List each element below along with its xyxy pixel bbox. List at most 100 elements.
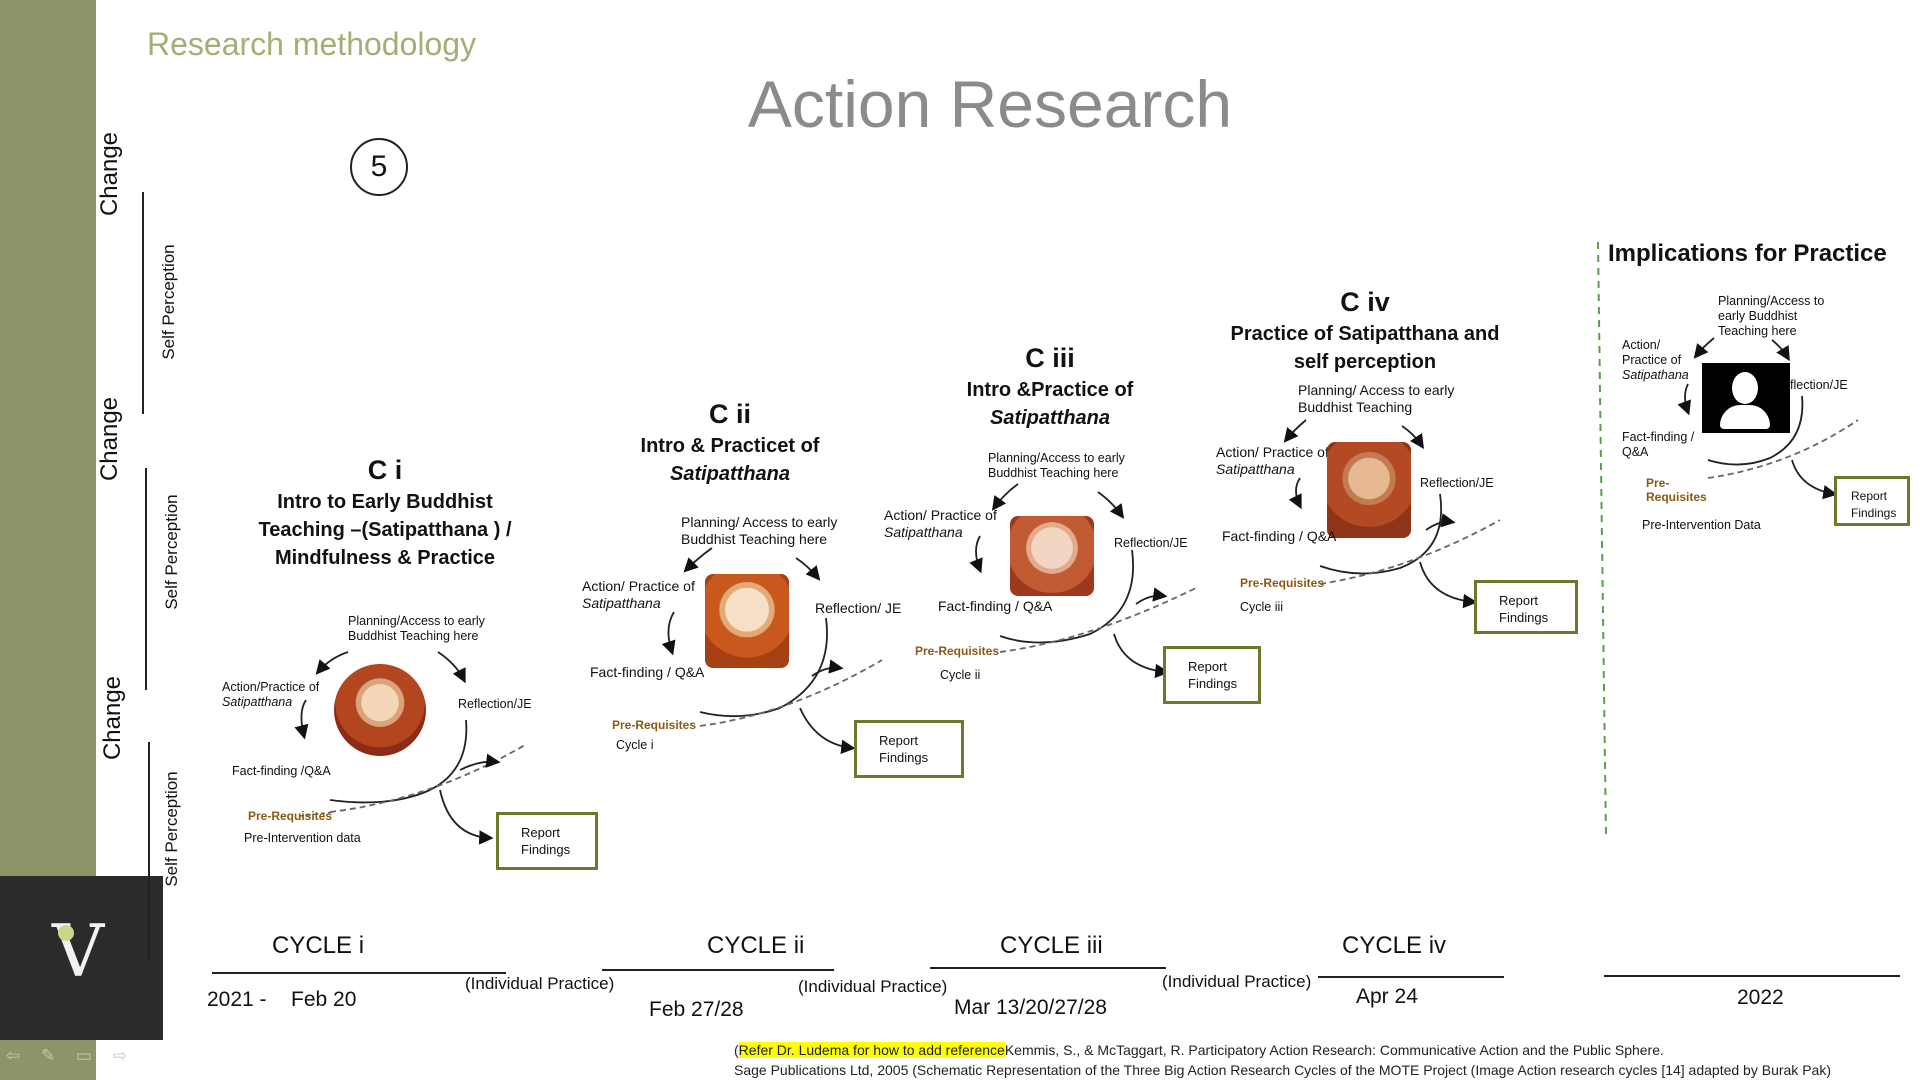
report-findings-box: Report Findings bbox=[1474, 580, 1578, 634]
reference-citation: Kemmis, S., & McTaggart, R. Participator… bbox=[1004, 1042, 1664, 1058]
action-emphasis: Satipatthana bbox=[222, 695, 293, 709]
prereq-label: Pre-Requisites bbox=[1646, 476, 1707, 504]
page-title: Action Research bbox=[747, 67, 1233, 141]
axis-line bbox=[145, 468, 147, 690]
fact-finding-label: Fact-finding /Q&A bbox=[232, 764, 331, 778]
prereq-note: Pre-Intervention data bbox=[244, 831, 361, 845]
individual-practice-label: (Individual Practice) bbox=[1162, 972, 1312, 991]
cycle-title-line: Intro & Practicet of bbox=[640, 435, 820, 457]
monk-portrait bbox=[705, 574, 789, 668]
timeline-date: Feb 27/28 bbox=[649, 998, 744, 1021]
cycle-title-line: Practice of Satipatthana and bbox=[1230, 323, 1500, 345]
logo-panel bbox=[0, 876, 163, 1040]
cycle-label: CYCLE iv bbox=[1342, 932, 1447, 959]
prereq-note: Cycle ii bbox=[940, 668, 981, 682]
axis-line bbox=[148, 742, 150, 960]
cycle-title-line: Intro to Early Buddhist bbox=[277, 491, 493, 513]
fact-finding-label: Fact-finding / Q&A bbox=[1622, 430, 1695, 459]
cycle-title: C ii Intro & Practicet of Satipatthana bbox=[600, 396, 860, 488]
prereq-label: Pre-Requisites bbox=[915, 644, 1000, 658]
cycle-title-line: Mindfulness & Practice bbox=[274, 547, 496, 569]
monk-portrait bbox=[1010, 516, 1094, 596]
cycle-title-line: Teaching –(Satipatthana ) / bbox=[258, 519, 512, 541]
reflection-label: Reflection/JE bbox=[1420, 476, 1494, 490]
reflection-label: flection/JE bbox=[1790, 378, 1848, 392]
person-head-icon bbox=[1732, 372, 1758, 404]
timeline-line bbox=[930, 967, 1166, 969]
action-label: Action/ Practice of Satipatthana bbox=[582, 578, 732, 612]
action-label: Action/ Practice of Satipatthana bbox=[884, 507, 1024, 541]
fact-finding-label: Fact-finding / Q&A bbox=[590, 664, 705, 680]
cycle-title-line: self perception bbox=[1293, 351, 1437, 373]
fact-finding-label: Fact-finding / Q&A bbox=[1222, 528, 1337, 544]
report-findings-box: Report Findings bbox=[854, 720, 964, 778]
reflection-label: Reflection/JE bbox=[1114, 536, 1188, 550]
prereq-note: Cycle iii bbox=[1240, 600, 1284, 614]
report-findings-box: Report Findings bbox=[496, 812, 598, 870]
action-emphasis: Satipatthana bbox=[1216, 461, 1295, 477]
timeline-line bbox=[1604, 975, 1900, 977]
timeline-date: 2022 bbox=[1737, 986, 1784, 1009]
reference-line-2: Sage Publications Ltd, 2005 (Schematic R… bbox=[734, 1062, 1831, 1078]
planning-label: Planning/Access to early Buddhist Teachi… bbox=[1718, 294, 1825, 338]
reflection-label: Reflection/ JE bbox=[815, 600, 902, 616]
planning-label: Planning/ Access to early Buddhist Teach… bbox=[681, 514, 838, 547]
action-emphasis: Satipatthana bbox=[884, 524, 963, 540]
cycle-title-line: Satipatthana bbox=[989, 407, 1111, 429]
action-emphasis: Satipatthana bbox=[582, 595, 661, 611]
cycle-title-line: Intro &Practice of bbox=[966, 379, 1134, 401]
prereq-note: Pre-Intervention Data bbox=[1642, 518, 1761, 532]
report-findings-box: Report Findings bbox=[1834, 476, 1910, 526]
timeline-line bbox=[212, 972, 506, 974]
cycle-code: C i bbox=[367, 455, 403, 485]
action-text: Action/Practice of bbox=[222, 680, 320, 694]
prereq-note: Cycle i bbox=[616, 738, 654, 752]
timeline-date: Mar 13/20/27/28 bbox=[954, 996, 1107, 1019]
action-label: Action/Practice of Satipatthana bbox=[222, 680, 342, 710]
action-emphasis: Satipathana bbox=[1622, 368, 1689, 382]
timeline-date: 2021 - bbox=[207, 988, 267, 1011]
reflection-label: Reflection/JE bbox=[458, 697, 532, 711]
individual-practice-label: (Individual Practice) bbox=[465, 974, 615, 993]
reference-line-1: (Refer Dr. Ludema for how to add referen… bbox=[734, 1042, 1664, 1058]
timeline-date: Feb 20 bbox=[291, 988, 357, 1011]
person-body-icon bbox=[1720, 405, 1770, 429]
cycle-label: CYCLE ii bbox=[707, 932, 805, 959]
reference-note-highlight: Refer Dr. Ludema for how to add referenc… bbox=[738, 1042, 1005, 1058]
cycle-label: CYCLE i bbox=[272, 932, 365, 959]
action-label: Action/ Practice of Satipatthana bbox=[1216, 444, 1356, 478]
prereq-label: Pre-Requisites bbox=[248, 809, 333, 823]
cycle-label: CYCLE iii bbox=[1000, 932, 1103, 959]
monk-portrait bbox=[334, 664, 426, 756]
report-findings-box: Report Findings bbox=[1163, 646, 1261, 704]
monk-portrait bbox=[1327, 442, 1411, 538]
planning-label: Planning/Access to early Buddhist Teachi… bbox=[988, 451, 1125, 480]
axis-line bbox=[142, 192, 144, 414]
action-text: Action/ Practice of bbox=[1622, 338, 1682, 367]
action-label: Action/ Practice of Satipathana bbox=[1622, 338, 1702, 383]
cycle-code: C iii bbox=[1025, 343, 1075, 373]
cycle-code: C ii bbox=[708, 399, 751, 429]
cycle-title-line: Satipatthana bbox=[669, 463, 791, 485]
cycle-title: C i Intro to Early Buddhist Teaching –(S… bbox=[235, 452, 535, 572]
section-title: Research methodology bbox=[147, 26, 477, 62]
timeline-line bbox=[602, 969, 834, 971]
prereq-label: Pre-Requisites bbox=[612, 718, 697, 732]
action-text: Action/ Practice of bbox=[884, 507, 997, 523]
logo-flower-icon bbox=[58, 925, 74, 941]
slide-number-badge: 5 bbox=[350, 138, 408, 196]
fact-finding-label: Fact-finding / Q&A bbox=[938, 598, 1053, 614]
cycle-title: C iii Intro &Practice of Satipatthana bbox=[940, 340, 1160, 432]
implications-title: Implications for Practice bbox=[1608, 240, 1887, 267]
action-text: Action/ Practice of bbox=[582, 578, 695, 594]
prereq-label: Pre-Requisites bbox=[1240, 576, 1325, 590]
slide-nav-controls[interactable]: ⇦ ✎ ▭ ⇨ bbox=[6, 1046, 135, 1065]
timeline-date: Apr 24 bbox=[1356, 985, 1418, 1008]
individual-practice-label: (Individual Practice) bbox=[798, 977, 948, 996]
cycle-title: C iv Practice of Satipatthana and self p… bbox=[1210, 284, 1520, 376]
cycle-code: C iv bbox=[1340, 287, 1390, 317]
planning-label: Planning/Access to early Buddhist Teachi… bbox=[348, 614, 485, 643]
action-text: Action/ Practice of bbox=[1216, 444, 1329, 460]
timeline-line bbox=[1318, 976, 1504, 978]
